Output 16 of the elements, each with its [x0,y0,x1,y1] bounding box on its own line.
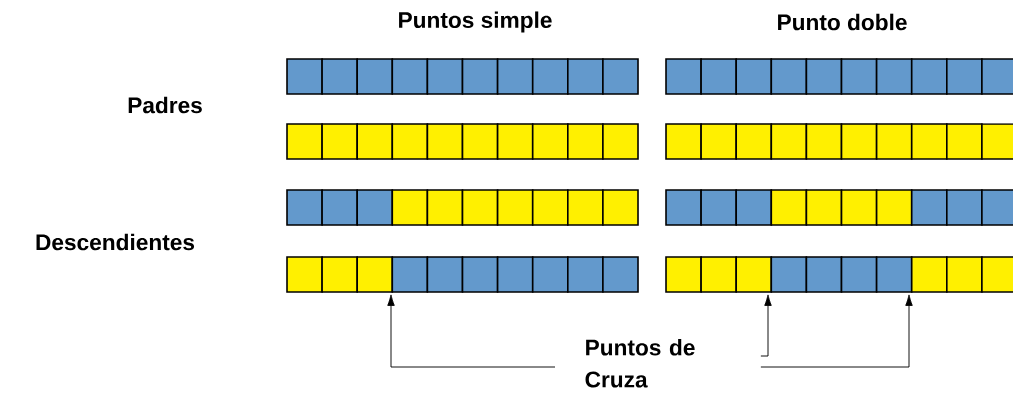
chromosome-drawing [286,189,639,226]
leader-line [760,294,772,357]
heading: Punto doble [778,13,907,31]
chromosome-drawing [665,256,1013,293]
chromosome-drawing [286,123,639,160]
chromosome-drawing [286,256,639,293]
chromosome-drawing [286,58,639,95]
heading: Descendientes [36,233,195,251]
heading: Padres [128,96,202,114]
leader-line [387,294,556,368]
chromosome-drawing [665,58,1013,95]
leader-line [760,294,913,368]
heading: Puntos simple [399,11,552,33]
chromosome-drawing [665,189,1013,226]
chromosome-drawing [665,123,1013,160]
text-label: Puntos de Cruza [585,338,695,388]
